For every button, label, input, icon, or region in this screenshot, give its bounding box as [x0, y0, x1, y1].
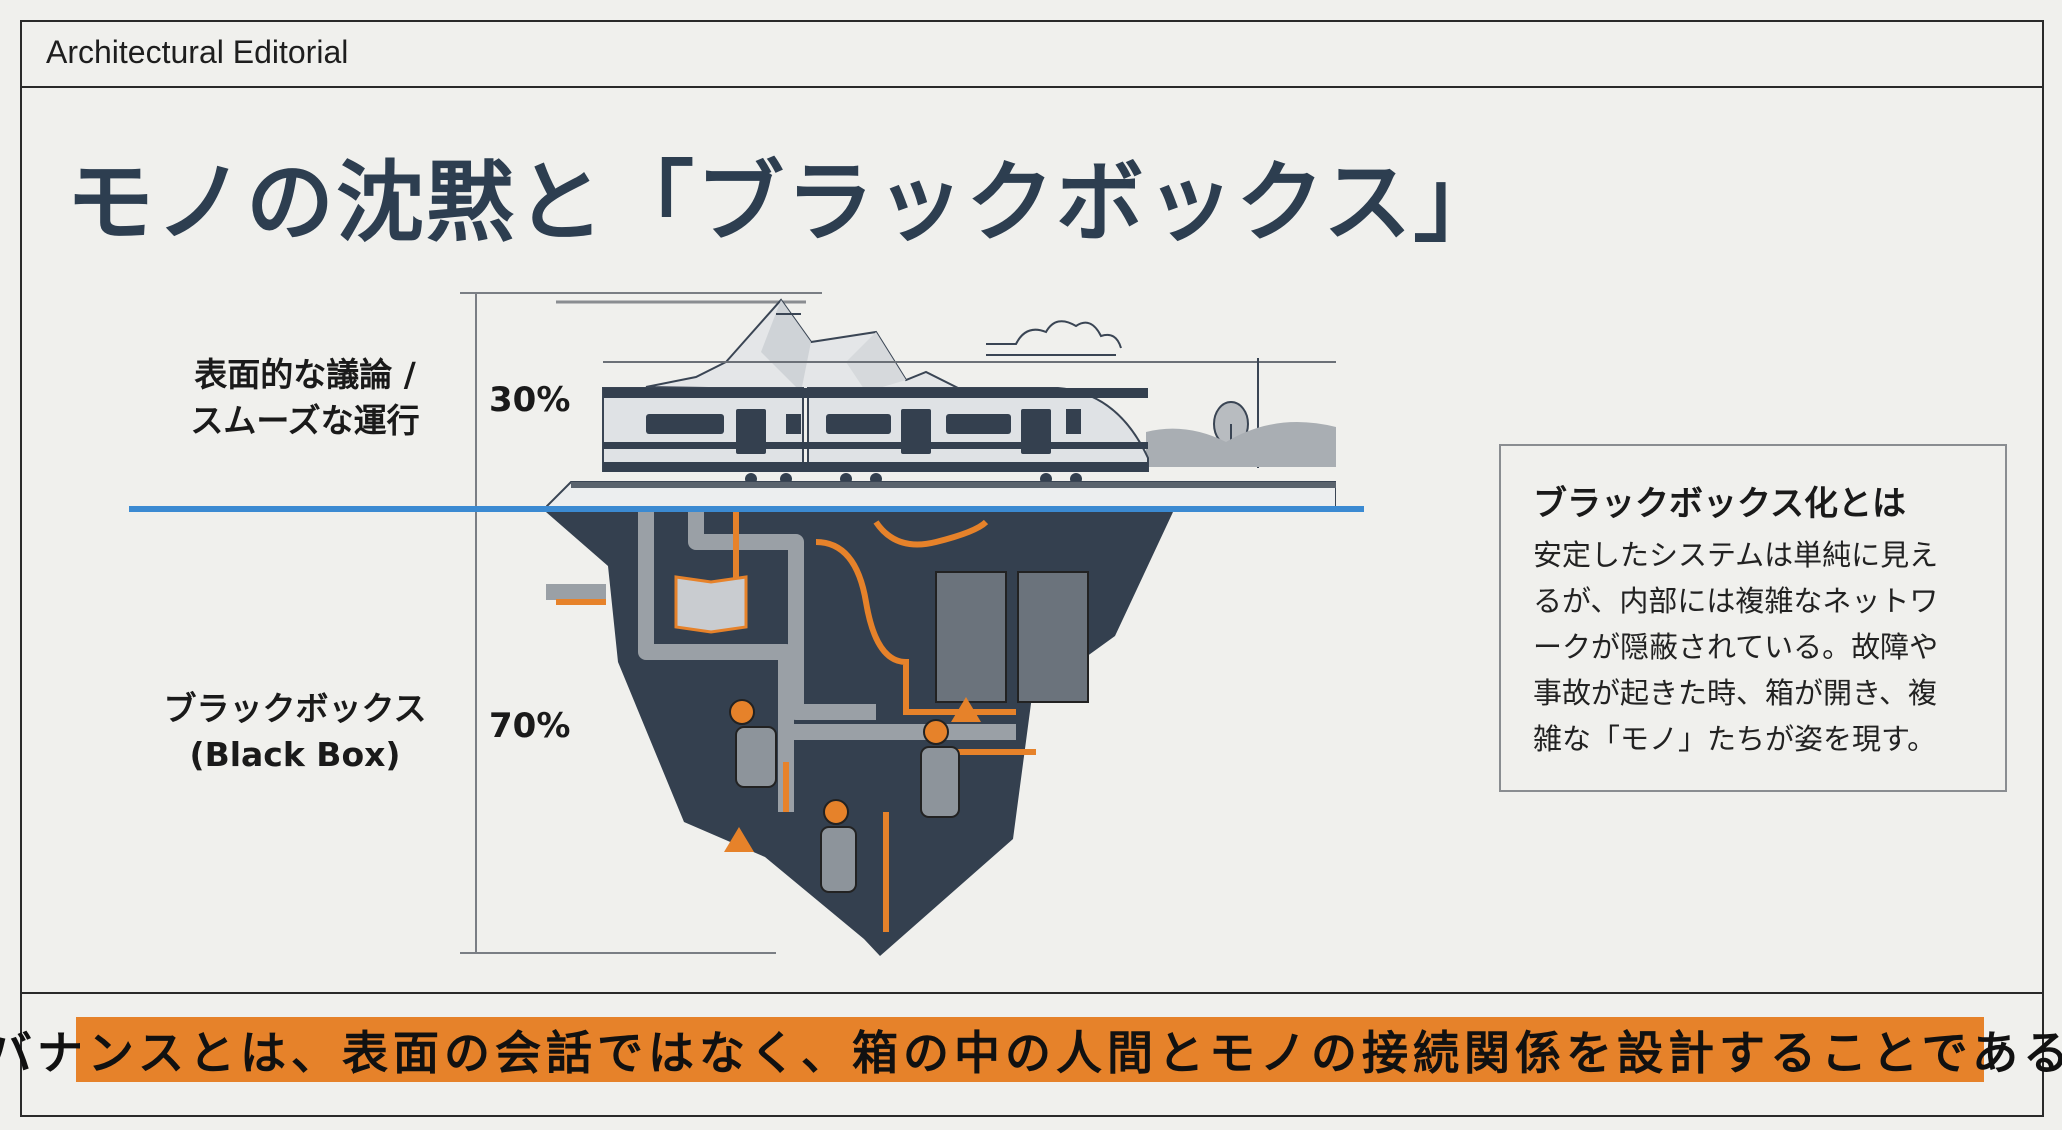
definition-box: ブラックボックス化とは 安定したシステムは単純に見え るが、内部には複雑なネット…: [1499, 444, 2007, 792]
definition-line: 雑な「モノ」たちが姿を現す。: [1533, 722, 1937, 756]
black-box-underwater: [546, 512, 1173, 956]
definition-line: 安定したシステムは単純に見え: [1533, 538, 1939, 572]
slide-frame: [20, 20, 2044, 1117]
surface-label-line2: スムーズな運行: [190, 401, 420, 440]
waterline: [129, 506, 1364, 512]
scale-top-tick: [460, 292, 822, 294]
train-icon: [546, 387, 1336, 508]
conclusion-banner: ガバナンスとは、表面の会話ではなく、箱の中の人間とモノの接続関係を設計することで…: [0, 1017, 2062, 1082]
manual-book-icon: [674, 575, 748, 634]
header-divider: [20, 86, 2044, 88]
warning-icon: [724, 697, 981, 852]
surface-label-line1: 表面的な議論 /: [194, 355, 416, 394]
page-title: モノの沈黙と「ブラックボックス」: [66, 151, 1504, 254]
surface-label: 表面的な議論 / スムーズな運行: [150, 352, 460, 444]
hidden-label-line2: (Black Box): [189, 735, 401, 774]
scale-axis: [475, 292, 477, 953]
brand-label: Architectural Editorial: [46, 34, 349, 70]
definition-title: ブラックボックス化とは: [1533, 484, 1906, 524]
hidden-label: ブラックボックス (Black Box): [130, 686, 460, 778]
definition-body: 安定したシステムは単純に見え るが、内部には複雑なネットワ ークが隠蔽されている…: [1533, 532, 1993, 762]
worker-figures: [729, 699, 960, 893]
surface-percent: 30%: [489, 380, 571, 420]
definition-line: ークが隠蔽されている。故障や: [1533, 630, 1939, 664]
definition-line: 事故が起きた時、箱が開き、複: [1533, 676, 1937, 710]
iceberg-top: [556, 298, 1336, 468]
footer-divider: [20, 992, 2044, 994]
hidden-percent: 70%: [489, 706, 571, 746]
server-rack-icon: [935, 571, 1089, 703]
definition-line: るが、内部には複雑なネットワ: [1533, 584, 1939, 618]
conclusion-text: ガバナンスとは、表面の会話ではなく、箱の中の人間とモノの接続関係を設計することで…: [0, 1025, 2062, 1080]
iceberg-illustration: [546, 298, 1336, 956]
scale-bottom-tick: [460, 952, 776, 954]
hidden-label-line1: ブラックボックス: [163, 689, 427, 728]
